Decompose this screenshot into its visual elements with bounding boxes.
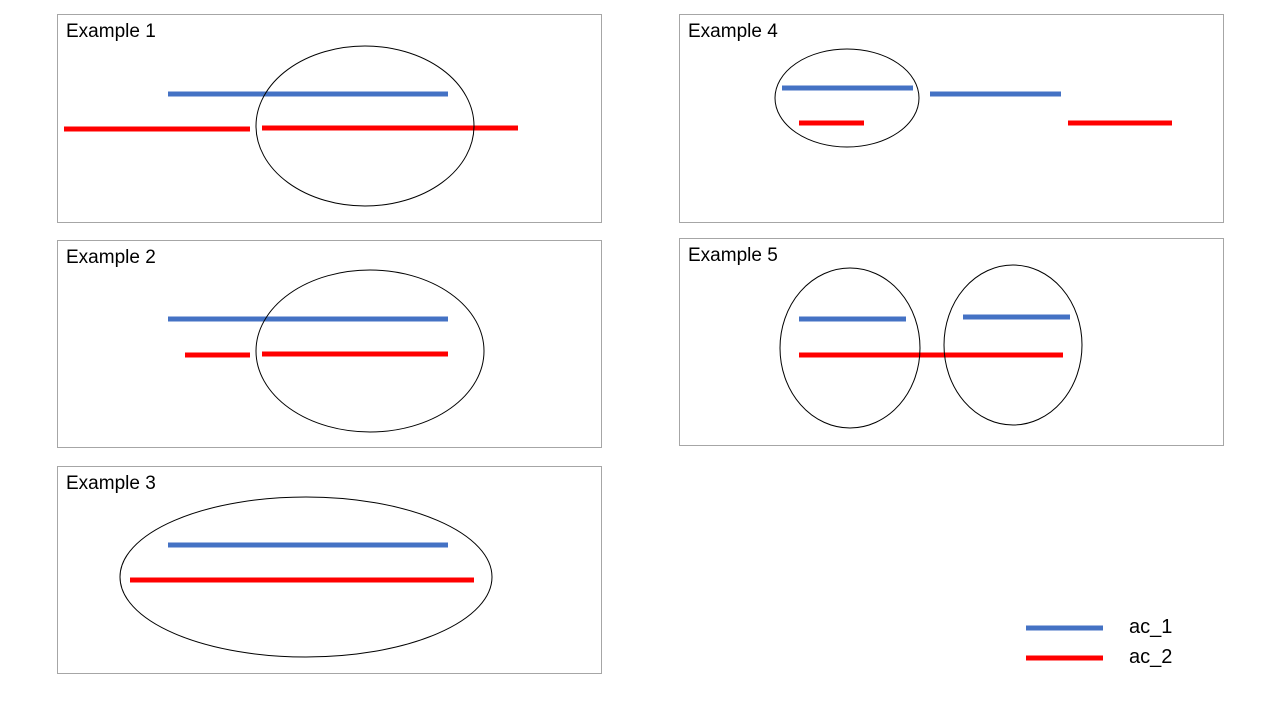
example-5-title: Example 5 <box>688 245 778 266</box>
legend-swatches <box>1026 625 1103 661</box>
example-2-title: Example 2 <box>66 247 156 268</box>
example-5-marks <box>779 264 1083 429</box>
example-5-ellipse-left <box>779 267 921 429</box>
example-2-ellipse <box>255 269 485 433</box>
example-4-marks <box>774 48 1172 148</box>
example-5-panel: Example 5 <box>679 238 1224 446</box>
example-2-panel: Example 2 <box>57 240 602 448</box>
example-1-title: Example 1 <box>66 21 156 42</box>
example-1-ellipse <box>255 45 475 207</box>
example-4-ellipse <box>774 48 920 148</box>
example-2-marks <box>168 269 485 433</box>
legend-ac1-label: ac_1 <box>1129 616 1173 638</box>
example-3-panel: Example 3 <box>57 466 602 674</box>
example-4-panel: Example 4 <box>679 14 1224 223</box>
example-1-marks <box>64 45 518 207</box>
example-4-title: Example 4 <box>688 21 778 42</box>
example-3-title: Example 3 <box>66 473 156 494</box>
example-5-ellipse-right <box>943 264 1083 426</box>
example-3-ellipse <box>119 496 493 658</box>
legend-ac2-label: ac_2 <box>1129 646 1173 668</box>
example-3-marks <box>119 496 493 658</box>
example-1-panel: Example 1 <box>57 14 602 223</box>
